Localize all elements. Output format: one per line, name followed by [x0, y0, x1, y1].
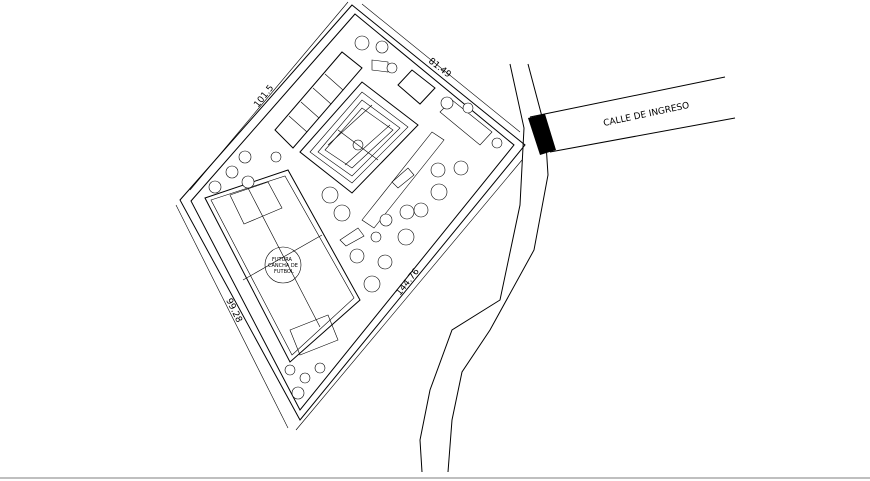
access-road	[528, 76, 736, 155]
river	[419, 63, 549, 473]
field-label-line-1: FUTURA	[272, 257, 293, 263]
road-label: CALLE DE INGRESO	[603, 101, 691, 129]
football-field	[204, 169, 361, 363]
trees	[208, 35, 503, 400]
dimension-bottom-right: 144.76	[394, 267, 421, 298]
dimension-lines	[175, 1, 523, 431]
building-row-left	[274, 51, 363, 149]
property-boundary	[179, 4, 526, 421]
sports-court-complex	[299, 81, 419, 194]
field-label-line-2: CANCHA DE	[268, 263, 298, 269]
field-label-line-3: FUTBOL	[274, 269, 294, 275]
dimension-top-left: 101.5	[252, 83, 276, 109]
parking-strip	[339, 131, 445, 247]
